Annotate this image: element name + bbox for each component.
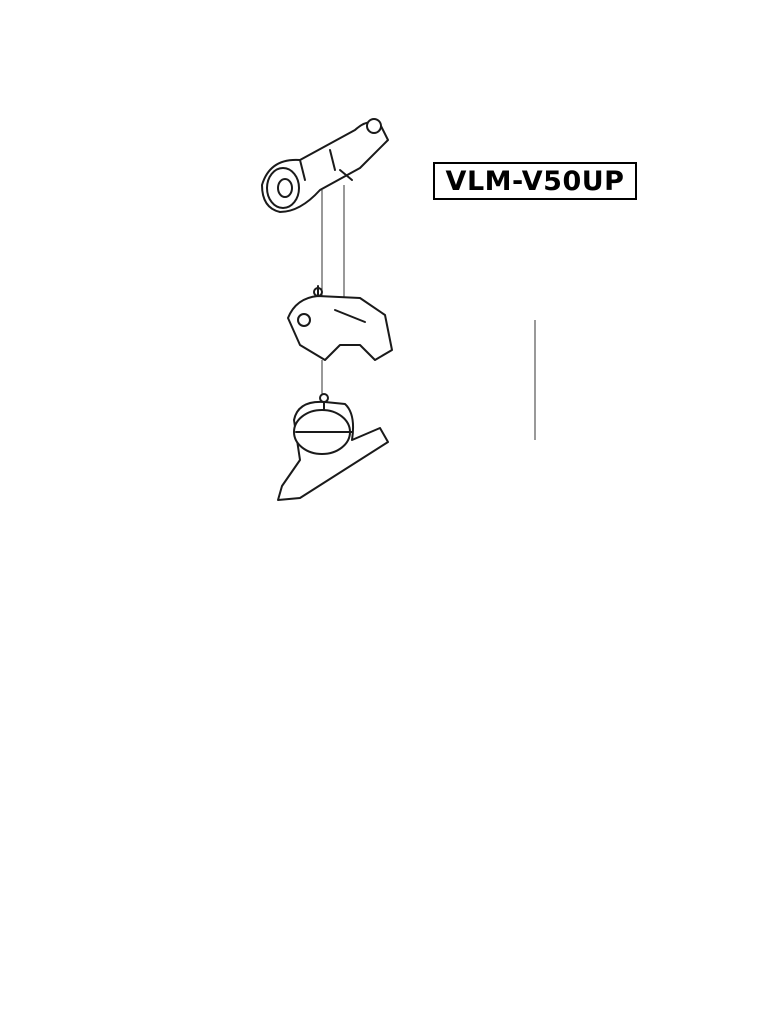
upper-torque-mount xyxy=(261,118,389,213)
engine-bracket xyxy=(287,285,393,361)
part-number-label: VLM-V50UP xyxy=(433,162,637,200)
part-number-text: VLM-V50UP xyxy=(445,165,625,197)
left-engine-mount xyxy=(277,393,389,501)
